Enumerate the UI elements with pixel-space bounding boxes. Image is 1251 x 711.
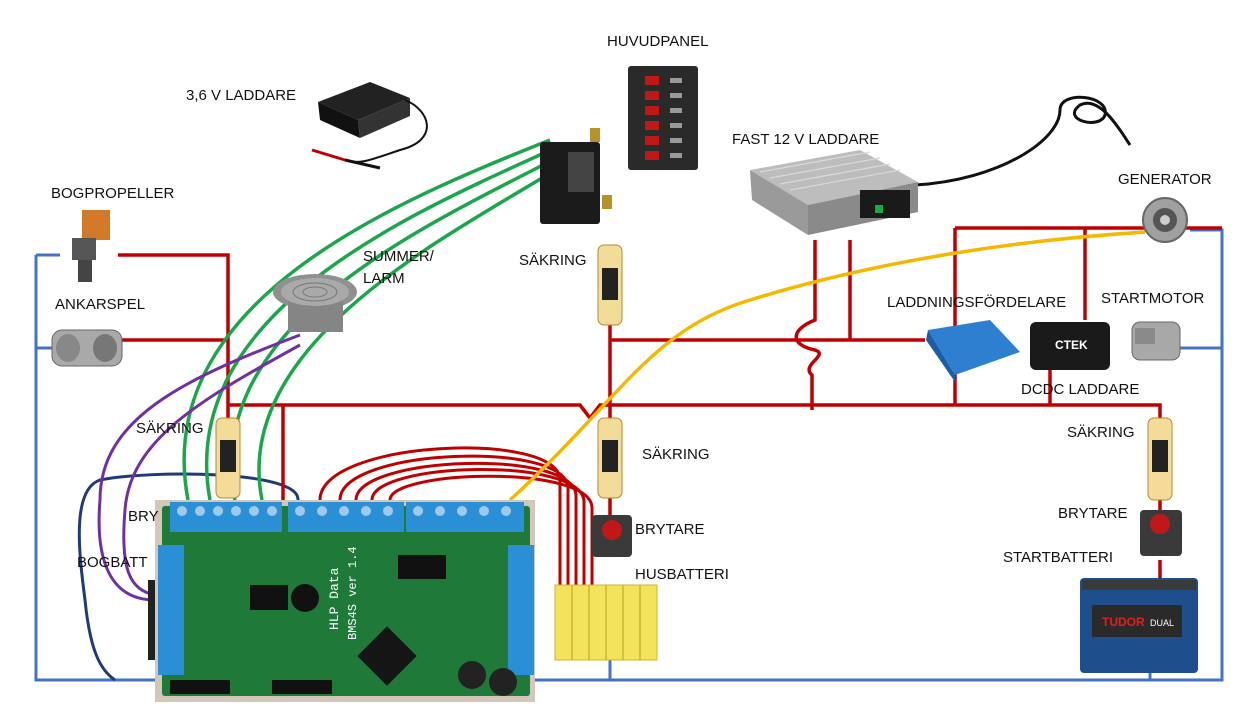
label-dcdc-charger: DCDC LADDARE	[1021, 381, 1140, 398]
battery-protect-relay	[540, 128, 612, 224]
battery-brand-text: TUDOR	[1102, 615, 1145, 629]
ctek-brand-text: CTEK	[1055, 338, 1088, 352]
negative-wires	[34, 228, 1224, 682]
dark-blue-cable	[77, 472, 300, 682]
label-buzzer-line2: LARM	[363, 270, 405, 287]
switch-right	[1140, 510, 1182, 556]
positive-wires	[118, 226, 1222, 578]
label-main-panel: HUVUDPANEL	[607, 33, 709, 50]
label-bow-battery-partial: BOGBATT	[77, 554, 148, 571]
switch-mid	[592, 515, 632, 557]
starter-motor	[1131, 321, 1181, 361]
label-fuse-right: SÄKRING	[1067, 424, 1135, 441]
battery-type-text: DUAL	[1150, 618, 1174, 628]
label-buzzer-line1: SUMMER/	[363, 248, 434, 265]
label-charge-splitter: LADDNINGSFÖRDELARE	[887, 294, 1067, 311]
house-battery	[554, 584, 658, 661]
label-bow-thruster: BOGPROPELLER	[51, 185, 175, 202]
charge-splitter	[926, 320, 1020, 382]
charger-36v	[311, 82, 428, 170]
red-bundle	[318, 446, 594, 585]
label-fixed-12v-charger: FAST 12 V LADDARE	[732, 131, 880, 148]
anchor-winch	[51, 329, 123, 367]
fuse-top	[597, 244, 623, 326]
label-fuse-top: SÄKRING	[519, 252, 587, 269]
mains-cable	[914, 95, 1132, 187]
panel-switches	[645, 76, 659, 160]
label-starter-motor: STARTMOTOR	[1101, 290, 1205, 307]
label-start-battery: STARTBATTERI	[1003, 549, 1114, 566]
label-switch-mid: BRYTARE	[635, 521, 705, 538]
main-panel	[628, 66, 698, 170]
label-anchor-winch: ANKARSPEL	[55, 296, 146, 313]
label-generator: GENERATOR	[1118, 171, 1212, 188]
fixed-12v-charger	[750, 150, 918, 235]
purple-signal-wires	[97, 333, 301, 602]
label-house-battery: HUSBATTERI	[635, 566, 729, 583]
buzzer	[273, 274, 357, 332]
fuse-left	[215, 417, 241, 499]
board-title-line2: BMS4S ver 1.4	[346, 546, 360, 640]
board-title-line1: HLP Data	[327, 567, 342, 630]
label-charger-36v: 3,6 V LADDARE	[186, 87, 297, 104]
label-switch-right: BRYTARE	[1058, 505, 1128, 522]
green-signal-wires	[182, 138, 566, 501]
dcdc-charger: CTEK	[1030, 322, 1110, 370]
fuse-mid	[597, 417, 623, 499]
label-fuse-mid: SÄKRING	[642, 446, 710, 463]
generator	[1142, 197, 1188, 243]
start-battery: TUDOR DUAL	[1080, 578, 1198, 673]
fuse-right	[1147, 417, 1173, 501]
bow-thruster	[72, 210, 110, 282]
label-fuse-left: SÄKRING	[136, 420, 204, 437]
bms-board: HLP Data BMS4S ver 1.4	[155, 500, 535, 702]
label-switch-left-partial: BRY	[128, 508, 159, 525]
generator-sense-wire	[508, 230, 1146, 502]
